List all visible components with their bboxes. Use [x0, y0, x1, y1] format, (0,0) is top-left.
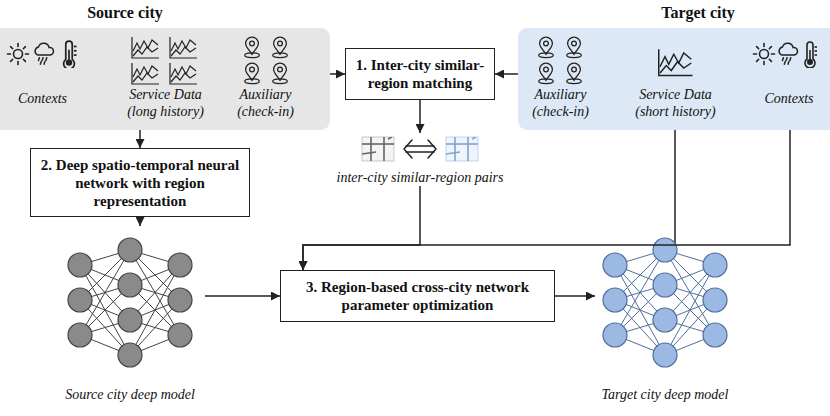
input-label: Auxiliary (check-in) — [218, 86, 313, 120]
box-label: 1. Inter-city similar-region matching — [354, 56, 486, 92]
target-panel-ground — [518, 28, 830, 130]
input-label: Contexts — [750, 90, 828, 107]
chart-icon — [132, 37, 159, 58]
figure-caption: inter-city similar-region pairs — [325, 169, 515, 186]
neural-network-illustrations — [68, 238, 727, 367]
network-neuron — [653, 343, 677, 367]
input-label: Contexts — [0, 90, 85, 107]
figure-caption: Source city deep model — [55, 386, 205, 403]
process-box: 1. Inter-city similar-region matching — [345, 48, 495, 100]
pin-icon — [567, 37, 582, 58]
region-map-icon — [362, 137, 394, 161]
chart-icon — [659, 49, 693, 75]
region-map-icon — [446, 137, 478, 161]
source-city-panel: Source cityContextsService Data (long hi… — [0, 28, 330, 130]
pin-icon — [273, 63, 288, 84]
network-neuron — [118, 308, 142, 332]
chart-icon — [170, 37, 197, 58]
flow-arrow — [303, 130, 790, 270]
figure-caption: Target city deep model — [595, 386, 735, 403]
cloud-icon — [35, 43, 53, 64]
network-neuron — [118, 273, 142, 297]
box-label: 2. Deep spatio-temporal neural network w… — [39, 156, 241, 210]
network-neuron — [68, 288, 92, 312]
deep-model-figure: Source city deep model — [55, 226, 205, 403]
network-neuron — [703, 288, 727, 312]
chart-icon — [170, 63, 197, 84]
thermometer-icon — [805, 42, 817, 68]
network-neuron — [653, 238, 677, 262]
network-neuron — [168, 253, 192, 277]
flow-arrow — [139, 130, 141, 148]
flow-arrow — [419, 100, 421, 133]
flow-arrow — [555, 295, 595, 297]
double-arrow-symbol — [404, 140, 436, 158]
pin-icon — [539, 63, 554, 84]
pin-icon — [539, 37, 554, 58]
sun-icon — [8, 44, 29, 65]
flow-arrow — [139, 217, 141, 226]
network-neuron — [603, 288, 627, 312]
panel-heading: Target city — [598, 3, 798, 22]
pin-icon — [273, 37, 288, 58]
input-label: Service Data (long history) — [118, 86, 213, 120]
flow-arrow — [330, 73, 345, 75]
flow-arrow — [303, 186, 420, 270]
source-panel-ground — [0, 28, 330, 130]
network-neuron — [168, 323, 192, 347]
pin-icon — [245, 63, 260, 84]
network-neuron — [118, 343, 142, 367]
network-neuron — [68, 323, 92, 347]
region-pairs-figure: inter-city similar-region pairs — [325, 133, 515, 186]
merge-branch-line — [674, 130, 676, 245]
network-neuron — [703, 323, 727, 347]
network-neuron — [168, 288, 192, 312]
network-neuron — [653, 308, 677, 332]
flow-arrow — [205, 295, 280, 297]
network-neuron — [603, 323, 627, 347]
chart-icon — [132, 63, 159, 84]
network-neuron — [603, 253, 627, 277]
thermometer-icon — [64, 41, 77, 69]
sun-icon — [754, 44, 775, 65]
panel-heading: Source city — [0, 3, 250, 22]
pin-icon — [245, 37, 260, 58]
network-neuron — [68, 253, 92, 277]
input-label: Auxiliary (check-in) — [518, 86, 603, 120]
target-city-panel: Target cityAuxiliary (check-in)Service D… — [518, 28, 830, 130]
network-neuron — [703, 253, 727, 277]
process-box: 3. Region-based cross-city network param… — [280, 270, 555, 322]
region-map-icon — [446, 137, 478, 161]
region-map-icon — [362, 137, 394, 161]
pin-icon — [567, 63, 582, 84]
network-neuron — [118, 238, 142, 262]
deep-model-figure: Target city deep model — [595, 226, 735, 403]
flow-arrow — [495, 73, 518, 75]
cloud-icon — [779, 43, 797, 64]
box-label: 3. Region-based cross-city network param… — [289, 278, 546, 314]
process-box: 2. Deep spatio-temporal neural network w… — [30, 148, 250, 217]
network-neuron — [653, 273, 677, 297]
input-label: Service Data (short history) — [623, 86, 728, 120]
